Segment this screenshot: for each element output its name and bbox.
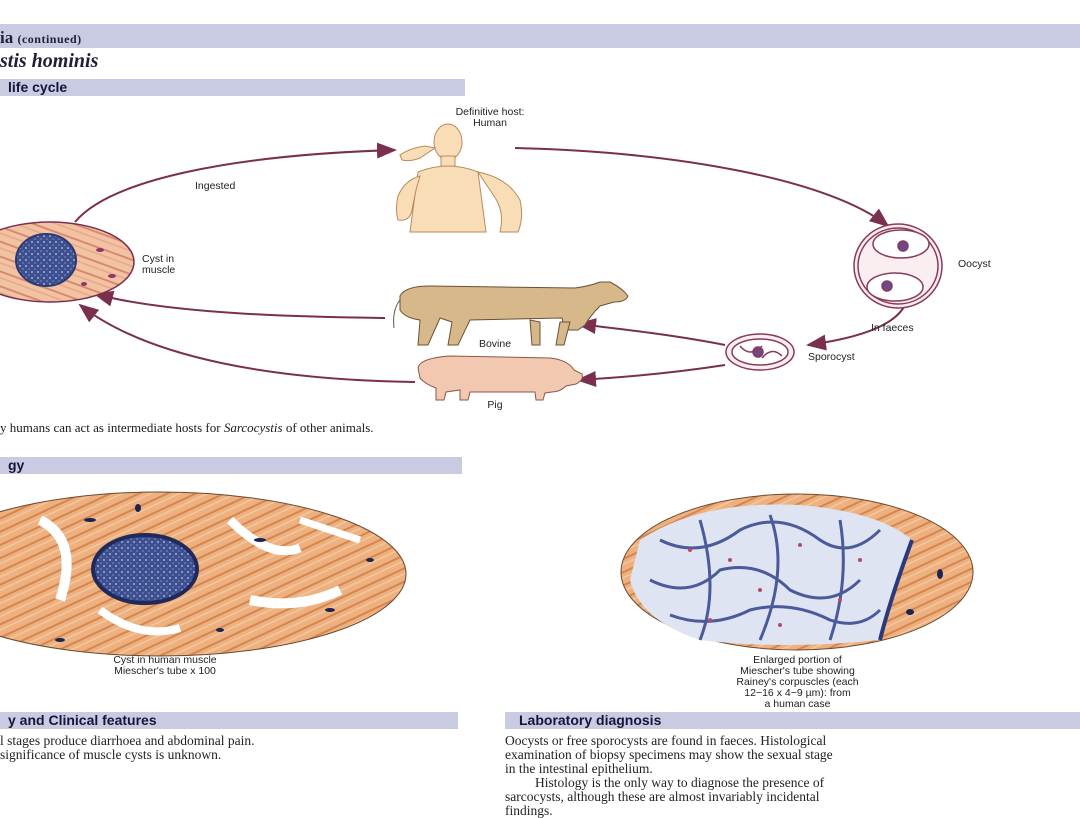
- chapter-title: ia (continued): [0, 28, 82, 47]
- arrow-sporocyst-to-pig: [576, 364, 726, 387]
- arrow-ingested: [74, 142, 397, 223]
- arrow-pig-to-muscle: [78, 303, 416, 383]
- clinical-heading: y and Clinical features: [8, 712, 157, 728]
- label-pig: Pig: [487, 399, 503, 411]
- human-figure: [396, 123, 523, 233]
- life-cycle-note: y humans can act as intermediate hosts f…: [0, 420, 374, 435]
- arrow-oocyst-to-sporocyst: [806, 304, 906, 351]
- oocyst-illustration: [853, 223, 943, 309]
- pathology-heading: gy: [8, 457, 25, 473]
- arrow-bovine-to-muscle: [93, 290, 386, 319]
- label-ingested: Ingested: [195, 180, 236, 192]
- life-cycle-heading: life cycle: [8, 79, 68, 95]
- arrow-sporocyst-to-bovine: [576, 318, 726, 346]
- life-cycle-heading-band: life cycle: [0, 79, 465, 96]
- label-definitive-host: Definitive host: Human: [455, 106, 525, 129]
- miescher-tube-enlarged: [620, 493, 974, 651]
- label-cyst-in-muscle: Cyst in muscle: [142, 253, 176, 276]
- lab-diagnosis-text: Oocysts or free sporocysts are found in …: [505, 734, 833, 818]
- caption-miescher-tube-enlarged: Enlarged portion of Miescher's tube show…: [736, 654, 859, 710]
- pig-illustration: [417, 355, 583, 401]
- sporocyst-illustration: [725, 333, 795, 371]
- top-header-band: [0, 24, 1080, 48]
- muscle-cyst-cross-section: [0, 491, 407, 657]
- lab-diagnosis-heading: Laboratory diagnosis: [519, 712, 662, 728]
- arrow-human-to-oocyst: [514, 147, 890, 228]
- label-bovine: Bovine: [478, 338, 512, 350]
- clinical-heading-band: y and Clinical features: [0, 712, 458, 729]
- clinical-text: l stages produce diarrhoea and abdominal…: [0, 733, 255, 762]
- label-sporocyst: Sporocyst: [808, 351, 855, 363]
- caption-cyst-in-human-muscle: Cyst in human muscle Miescher's tube x 1…: [113, 654, 217, 677]
- label-in-faeces: In faeces: [871, 322, 914, 334]
- pathology-heading-band: gy: [0, 457, 462, 474]
- lab-diagnosis-heading-band: Laboratory diagnosis: [505, 712, 1080, 729]
- species-title: stis hominis: [0, 50, 99, 72]
- bovine-illustration: [393, 281, 629, 346]
- cyst-in-muscle-illustration: [0, 221, 135, 303]
- label-oocyst: Oocyst: [958, 258, 991, 270]
